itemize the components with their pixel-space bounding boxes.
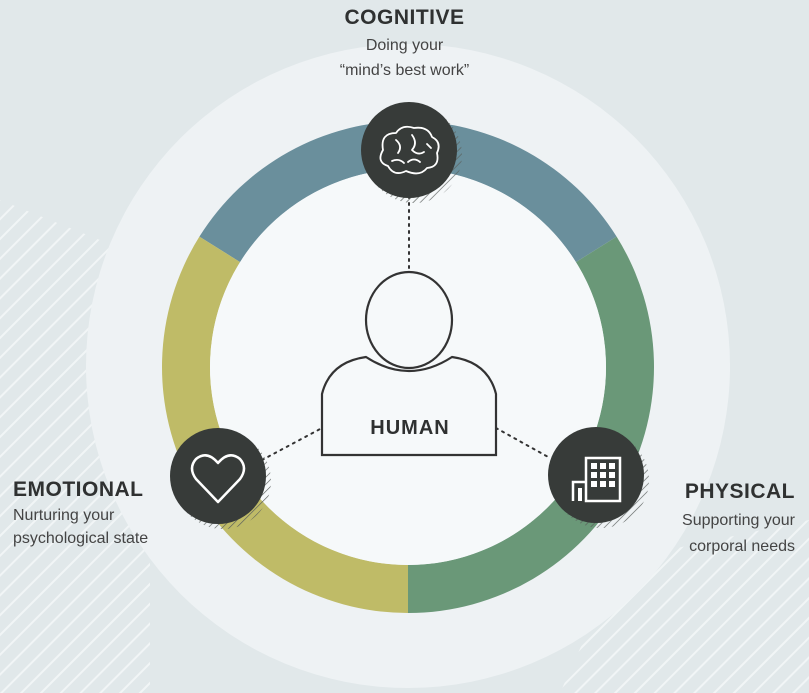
cognitive-description-line-2: “mind’s best work” xyxy=(339,62,470,79)
emotional-description-line-2: psychological state xyxy=(13,530,149,547)
physical-label-group: PHYSICAL Supporting your corporal needs xyxy=(682,480,795,556)
human-body xyxy=(320,355,498,457)
physical-node xyxy=(548,427,649,528)
cognitive-label-group: COGNITIVE Doing your “mind’s best work” xyxy=(0,6,809,80)
ring-segment-cognitive xyxy=(199,121,617,263)
building-icon xyxy=(571,456,622,503)
emotional-label-group: EMOTIONAL Nurturing your psychological s… xyxy=(13,478,148,548)
emotional-title: EMOTIONAL xyxy=(13,478,144,501)
emotional-description-line-1: Nurturing your xyxy=(13,507,115,524)
human-head xyxy=(364,270,454,370)
brain-icon xyxy=(379,125,440,175)
connector-emotional xyxy=(261,427,323,461)
physical-description-line-2: corporal needs xyxy=(689,538,795,555)
physical-description-line-1: Supporting your xyxy=(682,512,795,529)
heart-icon xyxy=(190,454,246,504)
emotional-node xyxy=(170,428,271,529)
connector-physical xyxy=(495,427,551,459)
physical-title: PHYSICAL xyxy=(684,480,795,503)
human-figure xyxy=(320,270,498,457)
cognitive-node xyxy=(361,102,462,203)
cognitive-description-line-1: Doing your xyxy=(365,37,444,54)
human-label: HUMAN xyxy=(370,417,450,439)
cognitive-title: COGNITIVE xyxy=(344,6,465,29)
